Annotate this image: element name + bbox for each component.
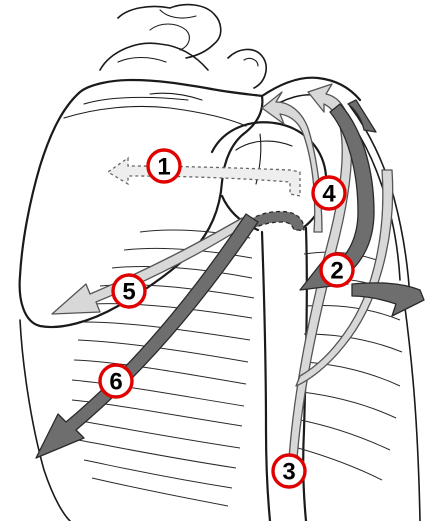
arrow-4 (262, 92, 322, 232)
marker-1: 1 (148, 150, 180, 182)
marker-6: 6 (100, 365, 132, 397)
marker-5: 5 (113, 275, 145, 307)
marker-4-label: 4 (322, 181, 336, 208)
marker-2: 2 (321, 254, 353, 286)
marker-4: 4 (313, 177, 345, 209)
marker-1-label: 1 (157, 154, 170, 181)
arrow-1 (108, 158, 300, 196)
marker-3: 3 (273, 455, 305, 487)
neck-and-spine-drawing (100, 5, 266, 88)
marker-2-label: 2 (330, 258, 343, 285)
marker-6-label: 6 (109, 369, 122, 396)
marker-3-label: 3 (282, 459, 295, 486)
marker-5-label: 5 (122, 279, 135, 306)
